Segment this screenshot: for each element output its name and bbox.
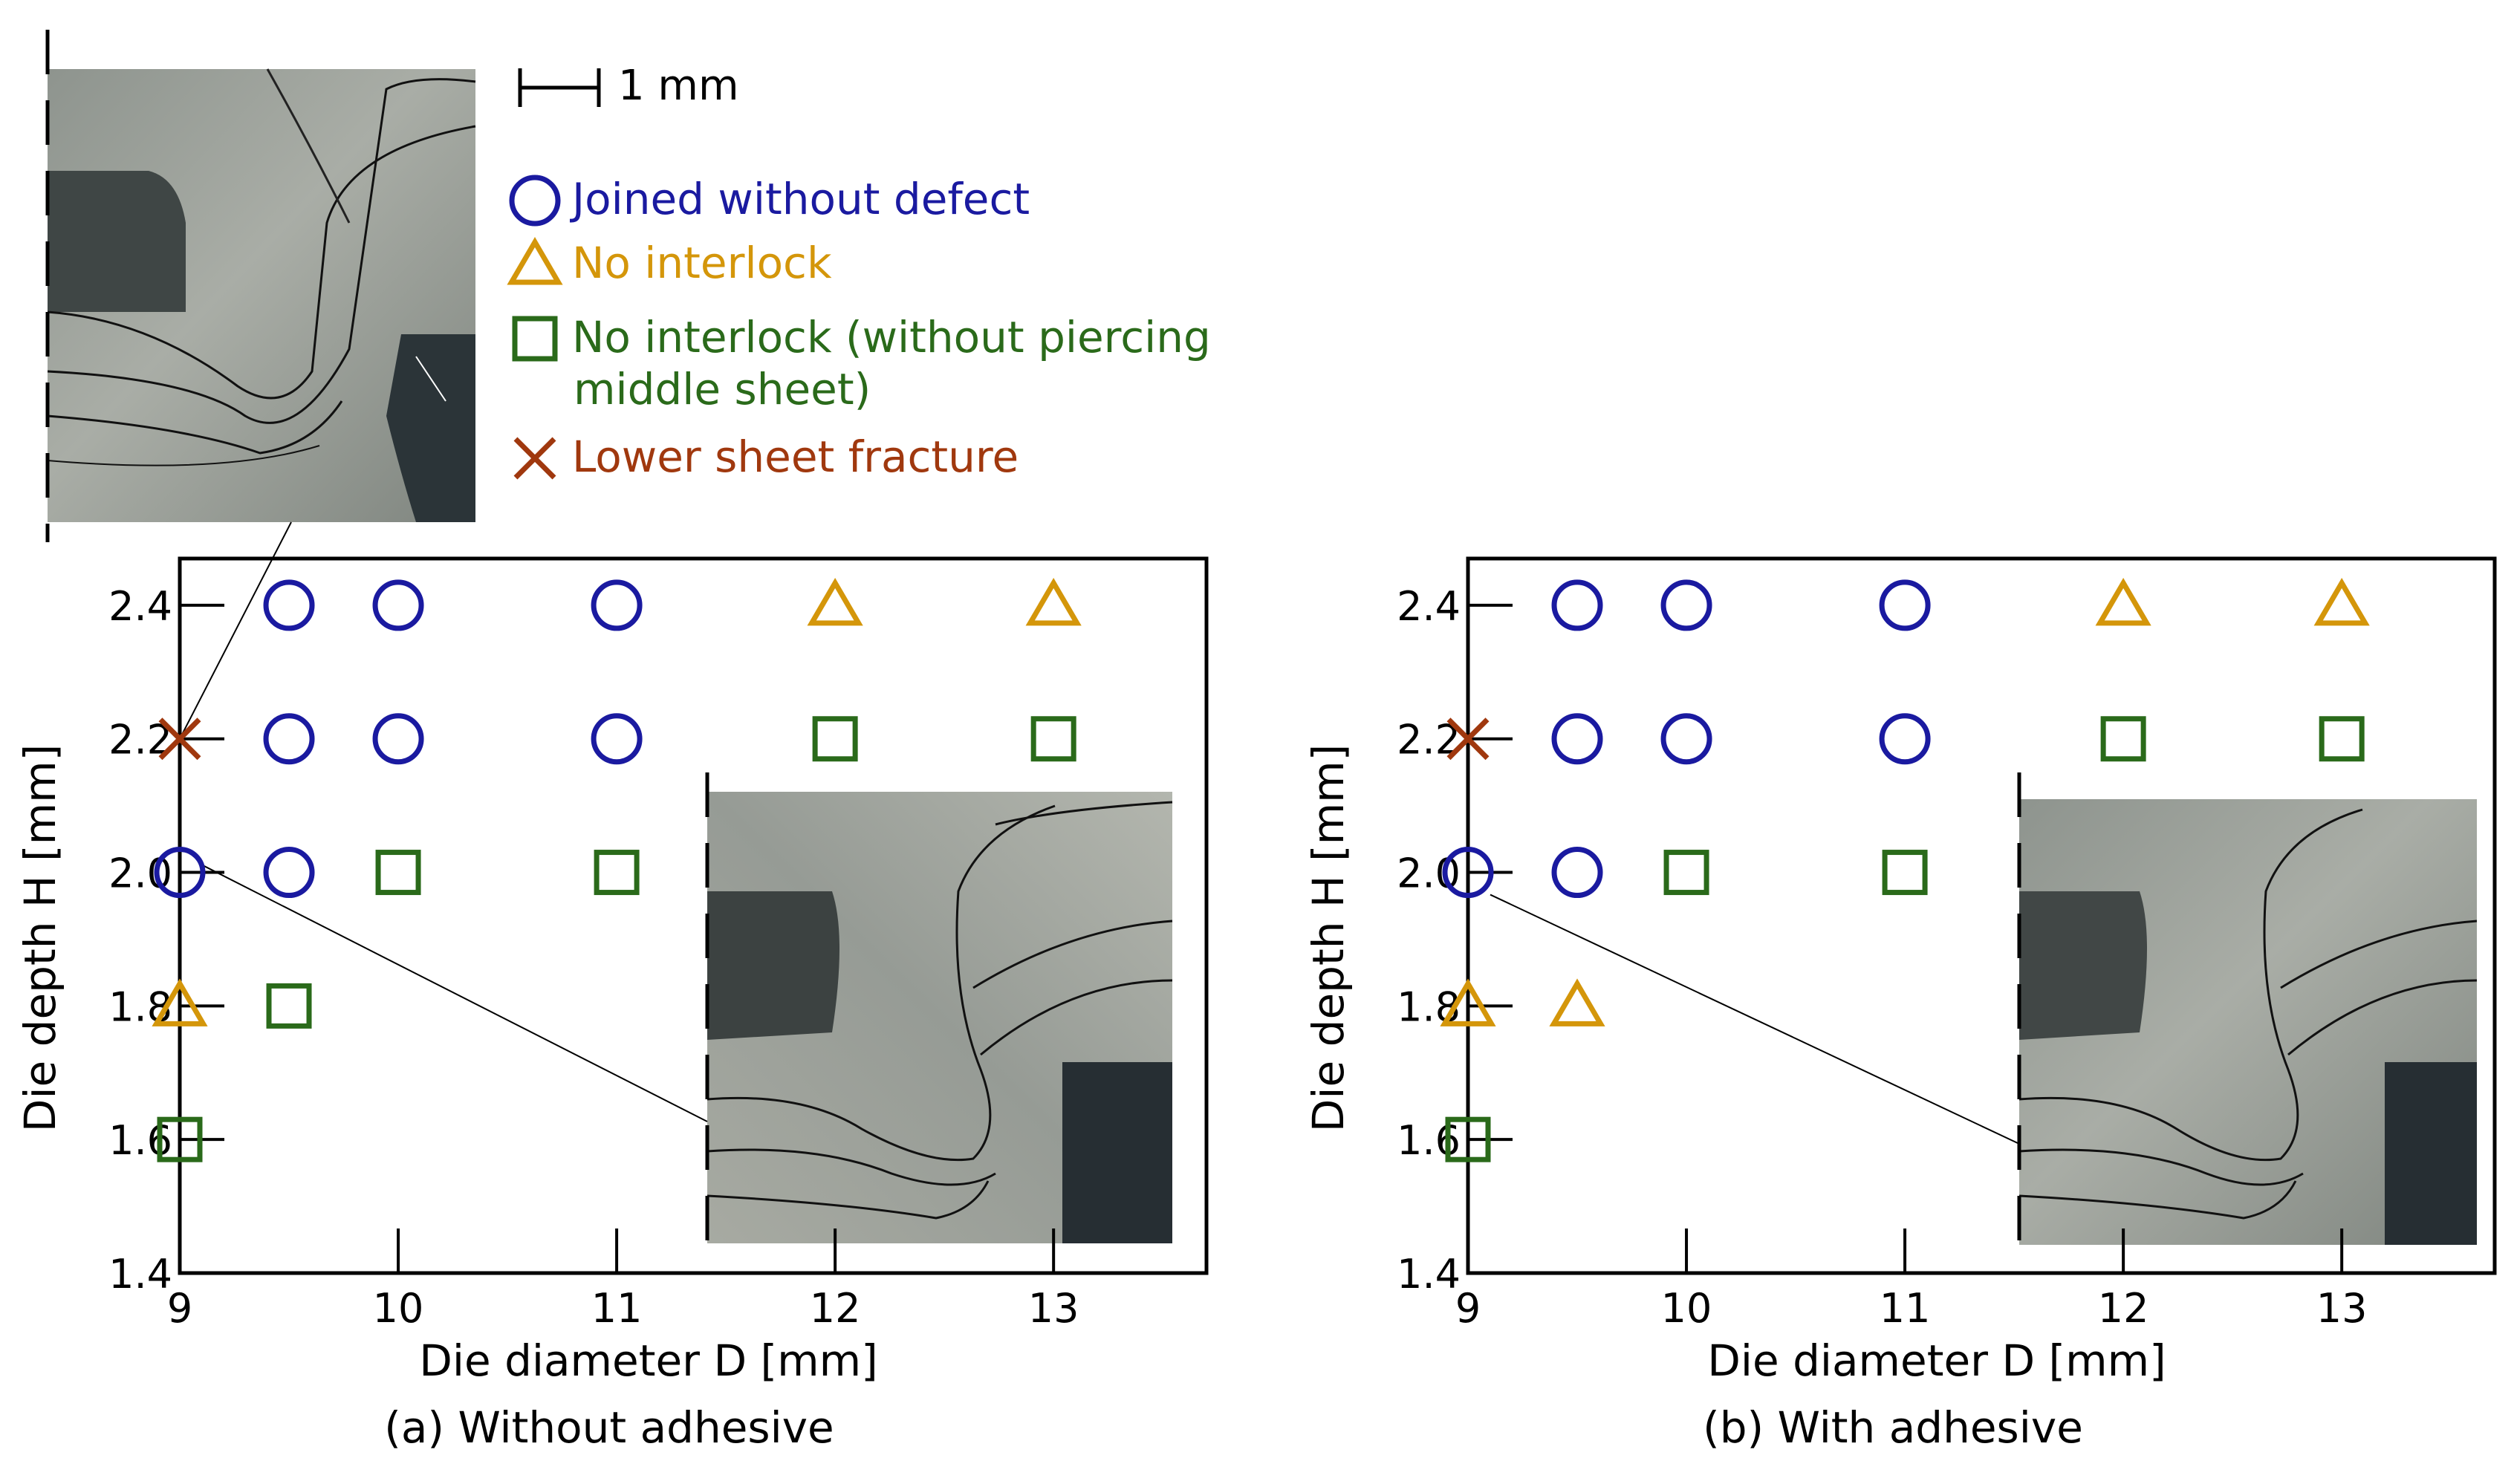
data-point-circle: [1442, 847, 1494, 899]
x-tick-label: 11: [591, 1285, 643, 1332]
data-point-square: [1445, 1116, 1491, 1162]
data-point-circle: [1551, 847, 1603, 899]
data-point-triangle: [1440, 978, 1496, 1026]
data-point-square: [812, 716, 858, 762]
data-point-circle: [1551, 579, 1603, 631]
data-point-cross: [158, 717, 201, 761]
data-point-triangle: [807, 577, 863, 626]
micrograph-b: [2018, 799, 2478, 1245]
plot-frame: [1466, 556, 2497, 1275]
panel-caption: (a) Without adhesive: [384, 1402, 834, 1453]
x-tick-label: 11: [1880, 1285, 1931, 1332]
legend-cross-marker: [513, 437, 556, 480]
legend-triangle-marker: [507, 237, 563, 285]
data-point-circle: [1660, 713, 1712, 765]
data-point-cross: [1446, 717, 1490, 761]
y-tick-label: 2.4: [108, 583, 172, 630]
y-tick-label: 1.4: [108, 1251, 172, 1298]
scale-bar-label: 1 mm: [618, 62, 739, 110]
x-tick-label: 9: [1455, 1285, 1481, 1332]
data-point-circle: [1879, 579, 1931, 631]
data-point-circle: [372, 579, 424, 631]
data-point-square: [2319, 716, 2365, 762]
data-point-triangle: [152, 978, 208, 1026]
scale-bar: 1 mm: [518, 62, 739, 110]
plot-frame: [178, 556, 1209, 1275]
data-point-circle: [1551, 713, 1603, 765]
legend-entry-label: Lower sheet fracture: [572, 432, 1019, 482]
data-point-square: [1882, 850, 1928, 896]
x-tick-label: 13: [1028, 1285, 1079, 1332]
legend: Joined without defect No interlock No inte…: [507, 174, 1211, 482]
micrograph-top: [47, 68, 476, 522]
y-axis-label: Die depth H [mm]: [15, 744, 65, 1132]
legend-entry-label: middle sheet): [574, 364, 871, 414]
y-axis-label: Die depth H [mm]: [1303, 744, 1354, 1132]
data-point-square: [266, 983, 312, 1029]
leader-line-top: [179, 521, 292, 740]
data-point-circle: [263, 713, 315, 765]
panel-caption: (b) With adhesive: [1703, 1402, 2083, 1453]
x-axis-label: Die diameter D [mm]: [1707, 1335, 2166, 1386]
x-tick-label: 12: [810, 1285, 861, 1332]
y-tick-label: 1.4: [1397, 1251, 1461, 1298]
x-tick-label: 10: [1661, 1285, 1712, 1332]
legend-circle-marker: [509, 175, 561, 227]
data-point-circle: [1879, 713, 1931, 765]
legend-entry-label: No interlock: [572, 238, 832, 288]
x-tick-label: 13: [2316, 1285, 2368, 1332]
leader-line-b: [1490, 894, 2020, 1145]
data-point-circle: [263, 847, 315, 899]
data-point-square: [375, 850, 421, 896]
data-point-square: [2100, 716, 2146, 762]
x-tick-label: 12: [2098, 1285, 2149, 1332]
data-point-circle: [591, 713, 643, 765]
legend-entry-label: No interlock (without piercing: [572, 312, 1211, 362]
data-point-circle: [263, 579, 315, 631]
data-point-square: [594, 850, 640, 896]
data-point-triangle: [1025, 577, 1082, 626]
leader-line-a: [201, 864, 708, 1122]
legend-square-marker: [512, 316, 558, 362]
data-point-circle: [1660, 579, 1712, 631]
x-axis-label: Die diameter D [mm]: [419, 1335, 878, 1386]
y-tick-label: 2.4: [1397, 583, 1461, 630]
data-point-triangle: [2313, 577, 2370, 626]
data-point-square: [157, 1116, 203, 1162]
x-tick-label: 10: [373, 1285, 424, 1332]
micrograph-a: [707, 792, 1173, 1243]
data-point-circle: [154, 847, 206, 899]
legend-entry-label: Joined without defect: [570, 174, 1030, 224]
data-point-triangle: [2095, 577, 2151, 626]
data-point-circle: [591, 579, 643, 631]
data-point-square: [1663, 850, 1709, 896]
data-point-circle: [372, 713, 424, 765]
data-point-square: [1030, 716, 1076, 762]
data-point-triangle: [1549, 978, 1605, 1026]
x-tick-label: 9: [167, 1285, 192, 1332]
